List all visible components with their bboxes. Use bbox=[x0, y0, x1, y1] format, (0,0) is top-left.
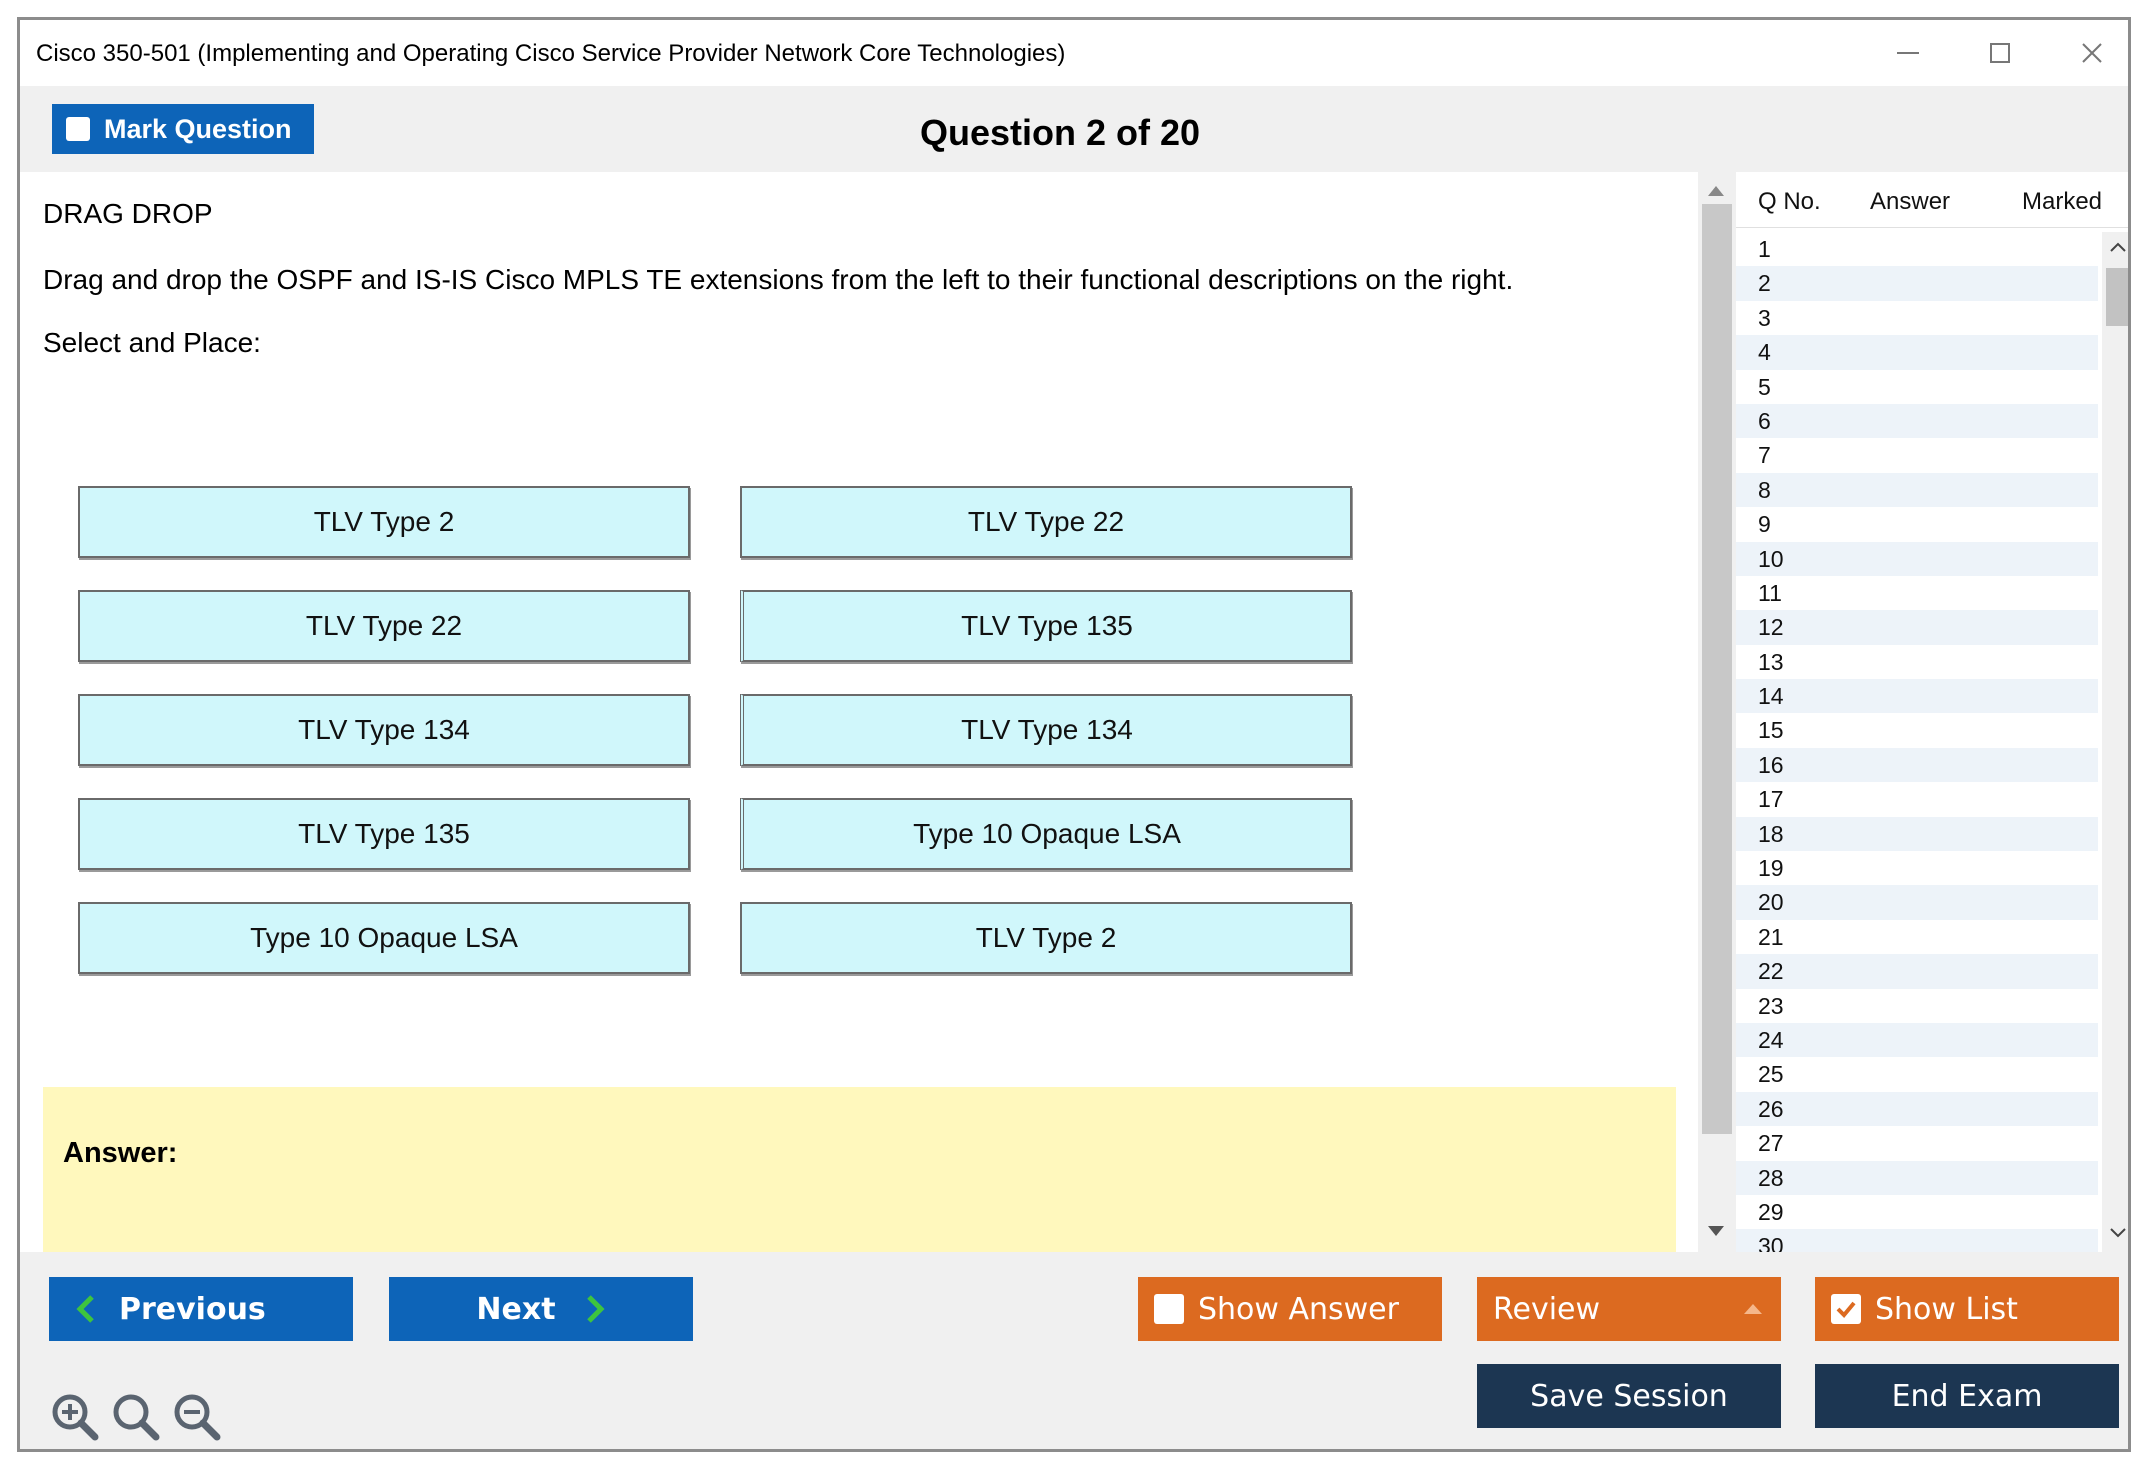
scroll-down-icon[interactable] bbox=[1706, 1224, 1726, 1238]
content-scroll-thumb[interactable] bbox=[1702, 204, 1732, 1134]
question-list-row[interactable]: 23 bbox=[1758, 992, 1784, 1019]
save-session-button[interactable]: Save Session bbox=[1477, 1364, 1781, 1428]
question-list-row[interactable]: 15 bbox=[1758, 717, 1784, 744]
question-list-row[interactable]: 11 bbox=[1758, 579, 1782, 606]
question-list-header: Q No. Answer Marked bbox=[1736, 172, 2128, 228]
question-list-row[interactable]: 19 bbox=[1758, 855, 1784, 882]
question-list-row[interactable]: 25 bbox=[1758, 1061, 1784, 1088]
question-list-row[interactable]: 29 bbox=[1758, 1198, 1784, 1225]
drop-target-right[interactable]: TLV Type 2 bbox=[740, 902, 1352, 974]
content-scrollbar[interactable] bbox=[1700, 172, 1734, 1252]
question-list-row[interactable]: 18 bbox=[1736, 816, 2098, 852]
answer-label: Answer: bbox=[63, 1137, 178, 1169]
previous-button[interactable]: Previous bbox=[49, 1277, 353, 1341]
show-list-label: Show List bbox=[1875, 1291, 2018, 1327]
show-answer-button[interactable]: Show Answer bbox=[1138, 1277, 1442, 1341]
maximize-button[interactable] bbox=[1970, 30, 2030, 76]
question-list-row[interactable]: 28 bbox=[1736, 1160, 2098, 1195]
drop-target-right[interactable]: TLV Type 135 bbox=[740, 590, 1352, 662]
drag-item-left[interactable]: TLV Type 22 bbox=[78, 590, 690, 662]
minimize-icon bbox=[1897, 52, 1919, 54]
question-counter: Question 2 of 20 bbox=[920, 112, 1201, 153]
title-bar: Cisco 350-501 (Implementing and Operatin… bbox=[20, 20, 2128, 86]
mark-question-button[interactable]: Mark Question bbox=[52, 104, 314, 154]
end-exam-button[interactable]: End Exam bbox=[1815, 1364, 2119, 1428]
question-list-row[interactable]: 5 bbox=[1758, 373, 1771, 400]
question-list-row[interactable]: 14 bbox=[1736, 679, 2098, 714]
next-label: Next bbox=[476, 1291, 556, 1327]
drag-item-left[interactable]: TLV Type 134 bbox=[78, 694, 690, 766]
question-list-row[interactable]: 2 bbox=[1736, 266, 2098, 301]
drag-item-left[interactable]: TLV Type 2 bbox=[78, 486, 690, 558]
previous-label: Previous bbox=[119, 1291, 266, 1327]
checkmark-icon bbox=[1836, 1301, 1856, 1318]
question-list-row[interactable]: 16 bbox=[1736, 747, 2098, 783]
minimize-button[interactable] bbox=[1878, 30, 1938, 76]
column-header-answer: Answer bbox=[1870, 188, 1951, 215]
chevron-up-icon[interactable] bbox=[2108, 240, 2128, 254]
close-icon bbox=[2082, 43, 2102, 63]
drag-item-left[interactable]: Type 10 Opaque LSA bbox=[78, 902, 690, 974]
question-list-row[interactable]: 8 bbox=[1736, 472, 2098, 508]
question-list-row[interactable]: 1 bbox=[1758, 236, 1771, 262]
chevron-down-icon[interactable] bbox=[2108, 1226, 2128, 1240]
question-list-row[interactable]: 17 bbox=[1758, 786, 1784, 813]
question-text: Drag and drop the OSPF and IS-IS Cisco M… bbox=[43, 264, 1514, 295]
zoom-reset-icon[interactable] bbox=[111, 1392, 161, 1442]
show-list-button[interactable]: Show List bbox=[1815, 1277, 2119, 1341]
question-list-row[interactable]: 3 bbox=[1758, 304, 1771, 331]
show-list-checkbox[interactable] bbox=[1831, 1294, 1861, 1324]
mark-question-label: Mark Question bbox=[104, 113, 292, 144]
next-button[interactable]: Next bbox=[389, 1277, 693, 1341]
review-label: Review bbox=[1493, 1291, 1601, 1327]
app-window: Cisco 350-501 (Implementing and Operatin… bbox=[17, 17, 2131, 1452]
column-header-marked: Marked bbox=[2022, 188, 2103, 215]
answer-area: Answer: bbox=[43, 1087, 1676, 1252]
chevron-right-icon bbox=[586, 1295, 605, 1323]
question-list-row[interactable]: 20 bbox=[1736, 885, 2098, 920]
show-answer-label: Show Answer bbox=[1198, 1291, 1399, 1327]
question-list-row[interactable]: 22 bbox=[1736, 954, 2098, 989]
window-title: Cisco 350-501 (Implementing and Operatin… bbox=[36, 40, 1066, 67]
question-content: DRAG DROP Drag and drop the OSPF and IS-… bbox=[20, 172, 1698, 1252]
review-button[interactable]: Review bbox=[1477, 1277, 1781, 1341]
column-header-qno: Q No. bbox=[1758, 188, 1821, 215]
zoom-out-icon[interactable] bbox=[172, 1392, 222, 1442]
question-list-row[interactable]: 24 bbox=[1736, 1022, 2098, 1058]
show-answer-checkbox[interactable] bbox=[1154, 1294, 1184, 1324]
drop-target-right[interactable]: Type 10 Opaque LSA bbox=[740, 798, 1352, 870]
question-list-row[interactable]: 13 bbox=[1758, 648, 1784, 675]
zoom-in-icon[interactable] bbox=[50, 1392, 100, 1442]
drop-target-right[interactable]: TLV Type 134 bbox=[740, 694, 1352, 766]
question-list-scrollbar[interactable] bbox=[2102, 232, 2128, 1252]
question-list-row[interactable]: 30 bbox=[1736, 1229, 2098, 1252]
question-list-row[interactable]: 9 bbox=[1758, 511, 1771, 538]
mark-question-checkbox[interactable] bbox=[66, 117, 90, 141]
scroll-up-icon[interactable] bbox=[1706, 184, 1726, 198]
drag-item-left[interactable]: TLV Type 135 bbox=[78, 798, 690, 870]
question-list-row[interactable]: 7 bbox=[1758, 442, 1771, 469]
question-type: DRAG DROP bbox=[43, 198, 213, 229]
chevron-left-icon bbox=[76, 1295, 94, 1323]
drop-target-right[interactable]: TLV Type 22 bbox=[740, 486, 1352, 558]
question-list-row[interactable]: 27 bbox=[1758, 1130, 1784, 1157]
question-list-scroll-thumb[interactable] bbox=[2106, 268, 2128, 326]
question-list-row[interactable]: 26 bbox=[1736, 1091, 2098, 1127]
question-instruction: Select and Place: bbox=[43, 327, 261, 358]
caret-up-icon bbox=[1744, 1304, 1762, 1314]
question-list-row[interactable]: 6 bbox=[1736, 403, 2098, 439]
question-list-row[interactable]: 21 bbox=[1758, 923, 1784, 950]
question-header bbox=[20, 86, 2128, 186]
maximize-icon bbox=[1990, 43, 2010, 63]
question-list-row[interactable]: 4 bbox=[1736, 335, 2098, 370]
close-button[interactable] bbox=[2062, 30, 2122, 76]
question-list-row[interactable]: 12 bbox=[1736, 610, 2098, 645]
question-list-row[interactable]: 10 bbox=[1736, 541, 2098, 576]
